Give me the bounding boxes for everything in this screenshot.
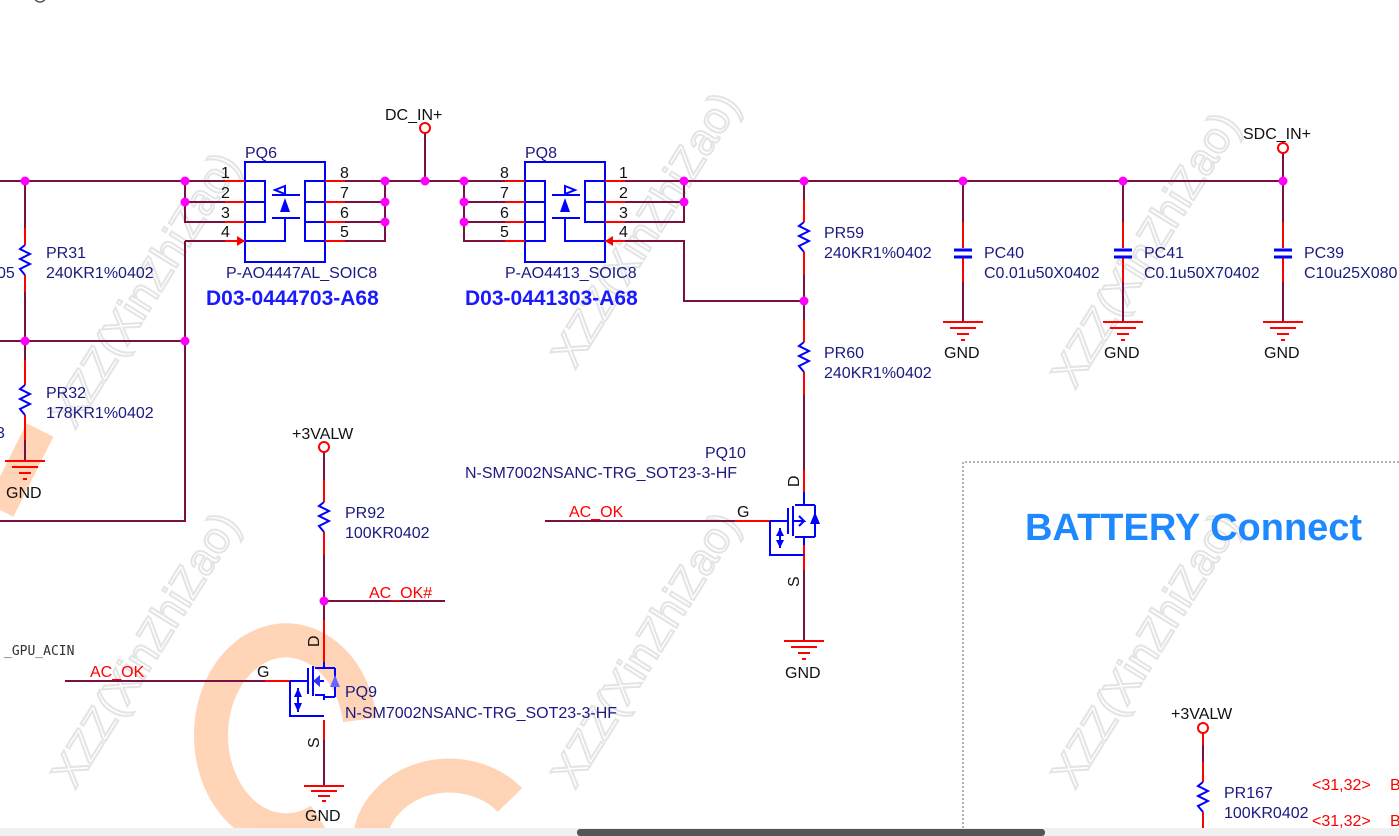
- svg-text:PR32: PR32: [46, 385, 86, 402]
- svg-text:8: 8: [500, 165, 509, 182]
- svg-text:XZZ(XinZhiZao): XZZ(XinZhiZao): [542, 504, 749, 795]
- svg-text:C10u25X080: C10u25X080: [1304, 265, 1398, 282]
- svg-text:XZZ(XinZhiZao): XZZ(XinZhiZao): [542, 84, 749, 375]
- resistor-pr60[interactable]: PR60 240KR1%0402: [796, 320, 932, 395]
- svg-text:240KR1%0402: 240KR1%0402: [824, 365, 932, 382]
- ground-symbols: GND GND GND GND GND GND: [5, 321, 1303, 825]
- power-port-3valw[interactable]: +3VALW: [292, 426, 354, 453]
- svg-text:P-AO4413_SOIC8: P-AO4413_SOIC8: [505, 265, 637, 282]
- power-port-dc-in[interactable]: DC_IN+: [385, 107, 442, 134]
- svg-text:P-AO4447AL_SOIC8: P-AO4447AL_SOIC8: [226, 265, 377, 282]
- svg-text:PR59: PR59: [824, 225, 864, 242]
- resistor-pr92[interactable]: PR92 100KR0402: [316, 480, 430, 555]
- svg-text:B: B: [1390, 777, 1399, 794]
- net-label-ac-ok-2: AC_OK: [90, 664, 145, 681]
- svg-text:PC41: PC41: [1144, 245, 1184, 262]
- net-label-ac-ok-n: AC_OK#: [369, 585, 432, 602]
- svg-text:7: 7: [340, 185, 349, 202]
- horizontal-scrollbar[interactable]: [0, 828, 1399, 836]
- svg-text:3: 3: [0, 425, 5, 442]
- power-port-3valw-2[interactable]: +3VALW: [1171, 706, 1233, 734]
- mosfet-pq9[interactable]: PQ9 N-SM7002NSANC-TRG_SOT23-3-HF D G S: [257, 620, 617, 748]
- svg-text:GND: GND: [785, 665, 821, 682]
- svg-text:B: B: [1390, 813, 1399, 830]
- svg-text:GND: GND: [6, 485, 42, 502]
- svg-text:N-SM7002NSANC-TRG_SOT23-3-HF: N-SM7002NSANC-TRG_SOT23-3-HF: [345, 705, 617, 722]
- svg-text:2: 2: [221, 185, 230, 202]
- svg-text:PQ9: PQ9: [345, 684, 377, 701]
- svg-text:PQ10: PQ10: [705, 445, 746, 462]
- svg-text:+3VALW: +3VALW: [292, 426, 354, 443]
- svg-text:PR31: PR31: [46, 245, 86, 262]
- resistor-pr32[interactable]: PR32 178KR1%0402 3: [0, 360, 154, 442]
- net-label-gpu-acin: _GPU_ACIN: [4, 644, 74, 659]
- svg-text:100KR0402: 100KR0402: [345, 525, 430, 542]
- svg-text:PC40: PC40: [984, 245, 1024, 262]
- svg-text:1: 1: [619, 165, 628, 182]
- mosfet-pq10[interactable]: PQ10 N-SM7002NSANC-TRG_SOT23-3-HF D G S: [465, 445, 820, 587]
- svg-text:D03-0441303-A68: D03-0441303-A68: [465, 287, 638, 310]
- svg-text:S: S: [306, 737, 323, 748]
- svg-text:<31,32>: <31,32>: [1312, 777, 1371, 794]
- svg-text:DC_IN+: DC_IN+: [385, 107, 442, 124]
- svg-text:05: 05: [0, 265, 15, 282]
- resistor-pr59[interactable]: PR59 240KR1%0402: [796, 200, 932, 275]
- svg-text:PQ8: PQ8: [525, 145, 557, 162]
- svg-text:C0.1u50X70402: C0.1u50X70402: [1144, 265, 1260, 282]
- section-title: BATTERY Connect: [1025, 507, 1362, 549]
- svg-text:5: 5: [340, 224, 349, 241]
- resistor-pr31[interactable]: PR31 240KR1%0402 05: [0, 228, 154, 292]
- svg-text:N-SM7002NSANC-TRG_SOT23-3-HF: N-SM7002NSANC-TRG_SOT23-3-HF: [465, 465, 737, 482]
- svg-text:GND: GND: [944, 345, 980, 362]
- svg-text:PR92: PR92: [345, 505, 385, 522]
- svg-text:3: 3: [619, 205, 628, 222]
- svg-text:178KR1%0402: 178KR1%0402: [46, 405, 154, 422]
- svg-text:D: D: [786, 475, 803, 487]
- svg-text:8: 8: [340, 165, 349, 182]
- net-label-ac-ok: AC_OK: [569, 504, 624, 521]
- svg-text:GND: GND: [1104, 345, 1140, 362]
- battery-connector-section: BATTERY Connect <31,32> B <31,32> B: [962, 461, 1399, 836]
- power-port-sdc-in[interactable]: SDC_IN+: [1243, 126, 1311, 154]
- svg-text:G: G: [257, 664, 269, 681]
- svg-text:4: 4: [221, 224, 230, 241]
- svg-text:S: S: [786, 576, 803, 587]
- svg-text:3: 3: [221, 205, 230, 222]
- svg-text:5: 5: [500, 224, 509, 241]
- svg-text:6: 6: [340, 205, 349, 222]
- svg-text:1: 1: [221, 165, 230, 182]
- svg-text:2: 2: [619, 185, 628, 202]
- svg-text:SDC_IN+: SDC_IN+: [1243, 126, 1311, 143]
- partial-circle-icon: [34, 0, 46, 3]
- watermark-logo: [0, 423, 523, 836]
- svg-text:PQ6: PQ6: [245, 145, 277, 162]
- svg-text:PC39: PC39: [1304, 245, 1344, 262]
- svg-text:G: G: [737, 504, 749, 521]
- svg-text:+3VALW: +3VALW: [1171, 706, 1233, 723]
- mosfet-pq6[interactable]: PQ6 1 2 3 4 8 7 6 5 P-AO4447AL_SOIC8 D03-044…: [206, 145, 379, 310]
- svg-text:240KR1%0402: 240KR1%0402: [824, 245, 932, 262]
- svg-text:GND: GND: [305, 808, 341, 825]
- svg-text:D: D: [306, 635, 323, 647]
- svg-text:4: 4: [619, 224, 628, 241]
- svg-text:240KR1%0402: 240KR1%0402: [46, 265, 154, 282]
- svg-text:PR167: PR167: [1224, 785, 1273, 802]
- scrollbar-thumb[interactable]: [577, 829, 1045, 836]
- svg-text:D03-0444703-A68: D03-0444703-A68: [206, 287, 379, 310]
- svg-text:C0.01u50X0402: C0.01u50X0402: [984, 265, 1100, 282]
- svg-text:7: 7: [500, 185, 509, 202]
- svg-text:GND: GND: [1264, 345, 1300, 362]
- resistor-pr167[interactable]: PR167 100KR0402: [1195, 733, 1309, 836]
- svg-text:6: 6: [500, 205, 509, 222]
- svg-text:PR60: PR60: [824, 345, 864, 362]
- svg-text:100KR0402: 100KR0402: [1224, 805, 1309, 822]
- junctions: [20, 176, 1288, 606]
- svg-text:<31,32>: <31,32>: [1312, 813, 1371, 830]
- mosfet-pq8[interactable]: PQ8 8 7 6 5 1 2 3 4 P-AO4413_SOIC8 D03-04413…: [465, 145, 638, 310]
